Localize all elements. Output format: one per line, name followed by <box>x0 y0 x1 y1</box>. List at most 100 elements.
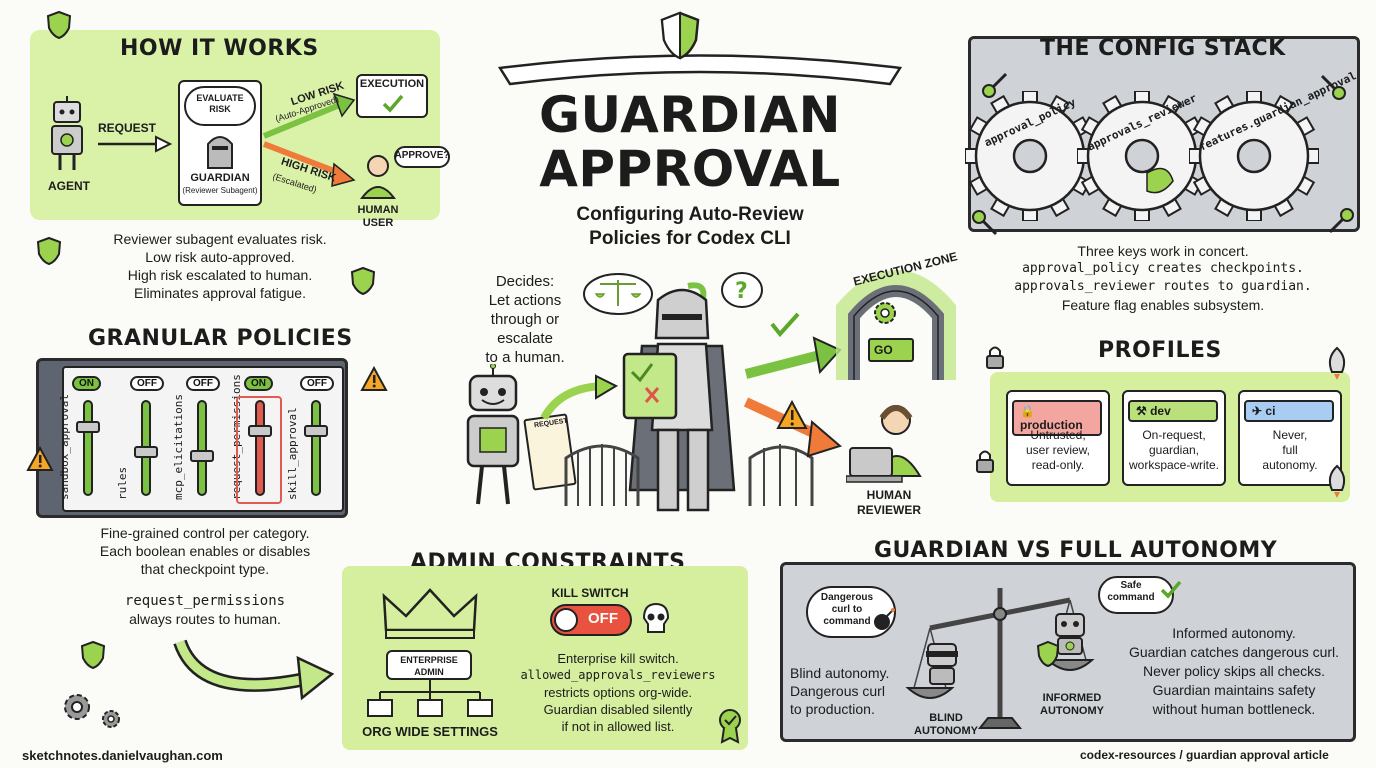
informed-line: Informed autonomy. <box>1172 625 1296 641</box>
informed-line: without human bottleneck. <box>1152 701 1316 717</box>
low-risk-arrow <box>262 92 357 147</box>
note-line: always routes to human. <box>129 611 281 627</box>
crown-icon <box>380 586 480 647</box>
dangerous-text: Dangerous curl to command <box>806 592 888 628</box>
slider-track[interactable] <box>197 400 207 496</box>
shield-icon <box>80 640 106 675</box>
big-arrow <box>170 632 340 717</box>
toggle-state-badge[interactable]: ON <box>72 376 101 391</box>
key-icon <box>980 70 1010 105</box>
desc-line: Enterprise kill switch. <box>557 651 679 666</box>
shield-icon <box>46 10 72 45</box>
green-arrow-to-execution <box>742 330 842 391</box>
desc-line: approvals_reviewer routes to guardian. <box>1014 279 1312 294</box>
check-icon <box>382 94 404 119</box>
footer-right[interactable]: codex-resources / guardian approval arti… <box>1080 748 1329 762</box>
decides-line: escalate <box>497 330 553 347</box>
slider-knob[interactable] <box>76 421 100 433</box>
gate-icon <box>562 428 642 513</box>
subtitle-line1: Configuring Auto-Review <box>576 204 804 225</box>
profile-name: dev <box>1150 404 1171 418</box>
dangerous-line: command <box>823 616 871 627</box>
decides-line: through or <box>490 311 560 328</box>
slider-knob[interactable] <box>248 425 272 438</box>
guardian-label: GUARDIAN <box>190 172 250 184</box>
gear-icon <box>60 690 94 729</box>
thought-bubble-scales <box>580 270 656 325</box>
how-it-works-description: Reviewer subagent evaluates risk. Low ri… <box>70 230 370 302</box>
profile-tab[interactable]: ⚒ dev <box>1128 400 1218 422</box>
execution-zone-arch <box>834 252 958 387</box>
evaluate-risk-label: EVALUATE RISK <box>196 93 244 114</box>
desc-line: approval_policy creates checkpoints. <box>1022 261 1304 276</box>
execution-box <box>356 74 428 118</box>
blind-label-line: AUTONOMY <box>914 725 978 737</box>
rocket-icon <box>1322 464 1352 503</box>
high-risk-arrow <box>262 140 357 195</box>
toggle-state-badge[interactable]: ON <box>244 376 273 391</box>
kill-switch-knob <box>554 608 578 632</box>
robot-figure <box>452 363 542 519</box>
blind-line: Blind autonomy. <box>790 665 890 681</box>
slider-knob[interactable] <box>190 450 214 463</box>
informed-line: Guardian catches dangerous curl. <box>1128 644 1340 660</box>
key-icon <box>970 208 1000 243</box>
green-arrow-to-knight <box>540 374 620 429</box>
config-stack-heading: THE CONFIG STACK <box>1040 36 1286 61</box>
slider-track[interactable] <box>83 400 93 496</box>
desc-line: Low risk auto-approved. <box>145 249 295 265</box>
svg-text:?: ? <box>735 279 748 304</box>
go-label: GO <box>874 343 893 357</box>
warning-icon <box>776 399 808 435</box>
blind-line: Dangerous curl <box>790 683 885 699</box>
question-bubble: ? <box>718 270 766 319</box>
decides-text: Decides: Let actions through or escalate… <box>470 272 580 367</box>
decides-line: to a human. <box>485 349 565 366</box>
title-line2: APPROVAL <box>539 140 841 198</box>
desc-line: Fine-grained control per category. <box>100 525 310 541</box>
desc-line: Feature flag enables subsystem. <box>1061 297 1265 313</box>
profile-desc-line: read-only. <box>1031 458 1085 472</box>
desc-line: Guardian disabled silently <box>543 702 693 717</box>
warning-icon <box>360 365 388 397</box>
shield-icon <box>1036 640 1060 673</box>
rocket-icon <box>1322 346 1352 385</box>
blind-autonomy-label: BLIND AUTONOMY <box>906 712 986 738</box>
shield-icon <box>36 236 62 271</box>
blindfolded-robot-icon <box>922 640 962 693</box>
shield-icon <box>658 10 702 65</box>
gear-icon <box>870 298 900 333</box>
blind-label-line: BLIND <box>929 712 963 724</box>
slider-knob[interactable] <box>304 425 328 438</box>
desc-line: restricts options org-wide. <box>543 685 693 700</box>
profile-tab[interactable]: 🔒 production <box>1012 400 1102 436</box>
desc-line: Each boolean enables or disables <box>99 543 311 559</box>
lock-icon <box>984 344 1006 375</box>
lock-icon: 🔒 <box>1020 404 1035 418</box>
skull-icon <box>640 602 672 641</box>
desc-line: Eliminates approval fatigue. <box>134 285 306 301</box>
kill-switch-label: KILL SWITCH <box>551 586 629 600</box>
config-gear <box>1189 91 1319 221</box>
highlight-box <box>236 396 282 504</box>
warning-icon <box>26 445 54 477</box>
toggle-state-badge[interactable]: OFF <box>300 376 334 391</box>
wrench-icon: ⚒ <box>1136 404 1151 418</box>
human-reviewer-label: HUMAN REVIEWER <box>856 488 921 517</box>
go-sign <box>868 338 914 362</box>
profile-tab[interactable]: ✈ ci <box>1244 400 1334 422</box>
kill-switch-off-label: OFF <box>588 610 618 627</box>
org-wide-label: ORG WIDE SETTINGS <box>362 724 498 739</box>
toggle-state-badge[interactable]: OFF <box>130 376 164 391</box>
title-banner <box>490 48 910 88</box>
informed-line: Never policy skips all checks. <box>1142 663 1326 679</box>
banner-ribbon <box>497 54 903 86</box>
desc-line: if not in allowed list. <box>561 719 675 734</box>
slider-track[interactable] <box>311 400 321 496</box>
slider-knob[interactable] <box>134 446 158 459</box>
check-icon <box>1160 580 1182 605</box>
footer-left[interactable]: sketchnotes.danielvaughan.com <box>22 748 223 763</box>
toggle-state-badge[interactable]: OFF <box>186 376 220 391</box>
slider-track[interactable] <box>255 400 265 496</box>
config-gear <box>1077 91 1207 221</box>
